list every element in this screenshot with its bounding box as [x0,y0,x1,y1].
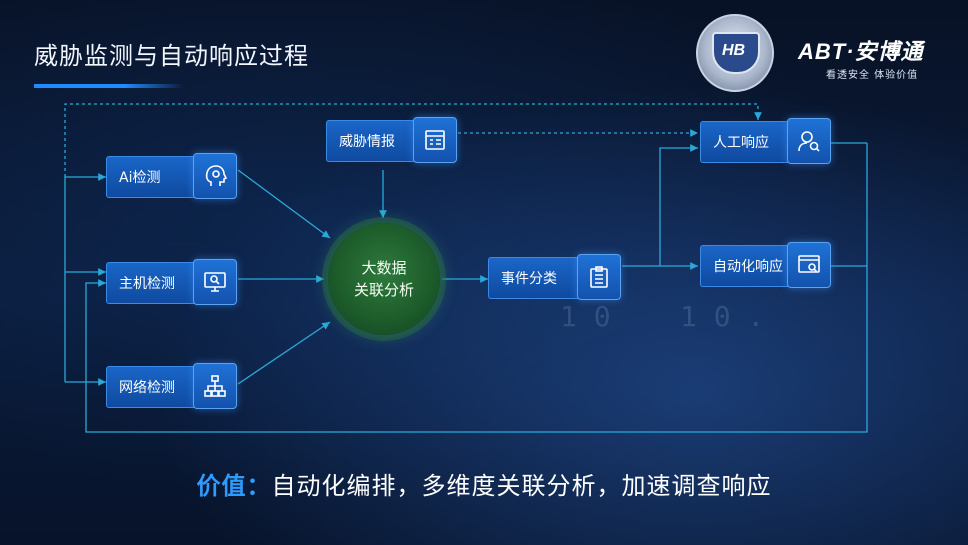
hub-line-1: 大数据 [361,259,407,277]
node-label: 威胁情报 [326,120,414,162]
page-title: 威胁监测与自动响应过程 [34,42,309,70]
background-digit: 1 0 . [680,300,765,333]
node-host-detect: 主机检测 [106,259,237,305]
browser-search-icon [787,242,831,288]
node-label: 主机检测 [106,262,194,304]
badge-text: HB [722,42,746,59]
node-label: 事件分类 [488,257,578,299]
node-label: 网络检测 [106,366,194,408]
node-network-detect: 网络检测 [106,363,237,409]
node-auto-response: 自动化响应 [700,242,831,288]
person-search-icon [787,118,831,164]
monitor-search-icon [193,259,237,305]
brand-logo: ABT·安博通 [798,39,924,64]
value-label: 价值： [196,472,272,500]
clipboard-list-icon [577,254,621,300]
node-label: 人工响应 [700,121,788,163]
brand-slogan: 看透安全 体验价值 [826,70,919,81]
document-icon [413,117,457,163]
value-text: 自动化编排，多维度关联分析，加速调查响应 [271,472,772,500]
background-digit: 1 0 [560,300,611,333]
node-ai-detect: Ai检测 [106,153,237,199]
node-threat-intel: 威胁情报 [326,117,457,163]
value-statement: 价值：自动化编排，多维度关联分析，加速调查响应 [0,466,968,501]
node-event-classify: 事件分类 [488,254,621,300]
association-badge-logo: HB [696,14,774,92]
network-topology-icon [193,363,237,409]
head-gear-icon [193,153,237,199]
hub-line-2: 关联分析 [353,281,414,299]
node-label: Ai检测 [106,156,194,198]
big-data-analysis-hub: 大数据 关联分析 [328,223,440,335]
node-label: 自动化响应 [700,245,788,287]
title-underline [34,84,184,88]
node-manual-response: 人工响应 [700,118,831,164]
